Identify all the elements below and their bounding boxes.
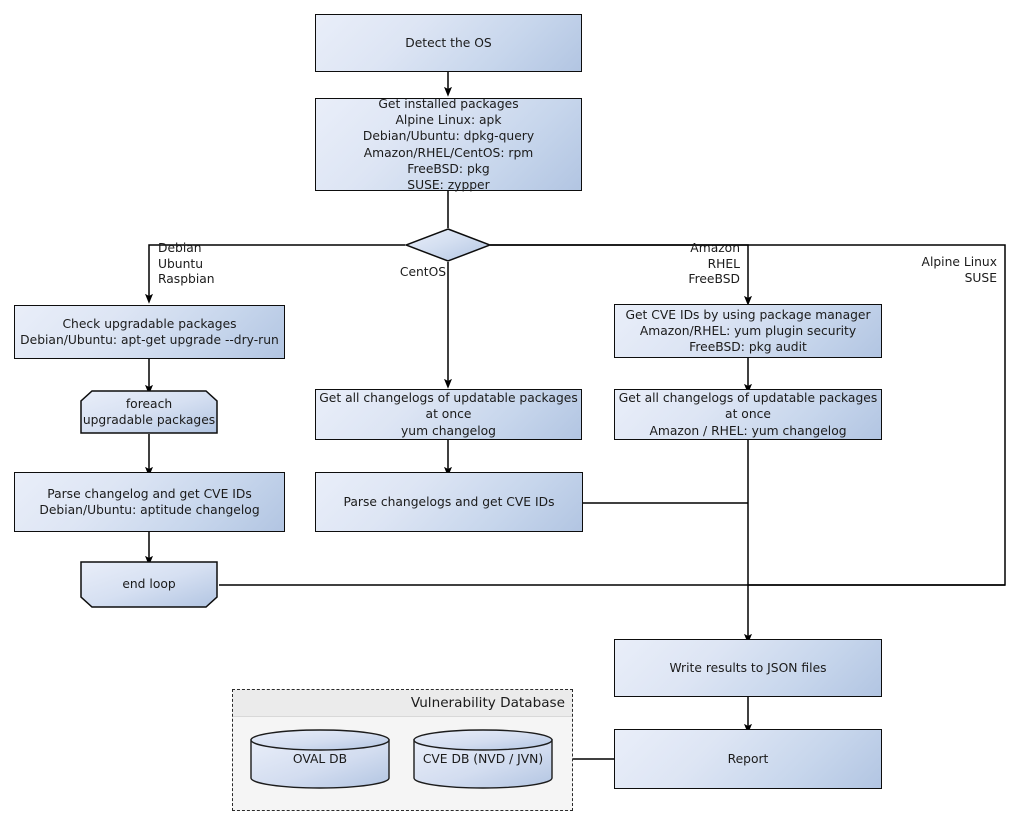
node-parse-changelogs-center-label: Parse changelogs and get CVE IDs — [343, 494, 555, 509]
node-foreach-upgradable-packages[interactable]: foreach upgradable packages — [80, 390, 218, 434]
node-parse-changelog-left[interactable]: Parse changelog and get CVE IDs Debian/U… — [14, 472, 285, 532]
group-vulnerability-database-title: Vulnerability Database — [233, 690, 572, 717]
node-get-installed-packages[interactable]: Get installed packages Alpine Linux: apk… — [315, 96, 582, 193]
node-changelogs-right-label: Get all changelogs of updatable packages… — [618, 391, 878, 438]
node-changelogs-right[interactable]: Get all changelogs of updatable packages… — [614, 389, 882, 440]
edge-label-amazon: Amazon RHEL FreeBSD — [688, 241, 740, 286]
node-parse-changelogs-center[interactable]: Parse changelogs and get CVE IDs — [315, 472, 583, 532]
node-foreach-label: foreach upgradable packages — [82, 396, 216, 427]
node-changelogs-center[interactable]: Get all changelogs of updatable packages… — [315, 389, 582, 440]
edge-label-alpine: Alpine Linux SUSE — [921, 255, 997, 285]
edge-label-centos: CentOS — [399, 265, 447, 279]
node-check-upgradable-packages[interactable]: Check upgradable packages Debian/Ubuntu:… — [14, 305, 285, 359]
node-end-loop-label: end loop — [122, 577, 176, 592]
loop-end-shape — [80, 561, 218, 608]
node-detect-the-os-label: Detect the OS — [405, 35, 492, 50]
node-get-cve-ids-right[interactable]: Get CVE IDs by using package manager Ama… — [614, 304, 882, 358]
db-cve[interactable]: CVE DB (NVD / JVN) — [413, 729, 553, 789]
cylinder-shape — [413, 729, 553, 789]
node-write-results-to-json-label: Write results to JSON files — [669, 660, 827, 675]
db-cve-label: CVE DB (NVD / JVN) — [422, 752, 544, 766]
node-os-decision-label — [405, 228, 491, 262]
node-write-results-to-json[interactable]: Write results to JSON files — [614, 639, 882, 697]
db-oval-label: OVAL DB — [292, 752, 348, 766]
node-get-cve-ids-right-label: Get CVE IDs by using package manager Ama… — [625, 307, 871, 355]
node-get-installed-packages-label: Get installed packages Alpine Linux: apk… — [362, 96, 535, 193]
node-check-upgradable-packages-label: Check upgradable packages Debian/Ubuntu:… — [20, 316, 279, 347]
node-detect-the-os[interactable]: Detect the OS — [315, 14, 582, 72]
edge-label-debian: Debian Ubuntu Raspbian — [158, 241, 215, 286]
loop-start-shape — [80, 390, 218, 434]
node-end-loop[interactable]: end loop — [80, 561, 218, 608]
db-oval[interactable]: OVAL DB — [250, 729, 390, 789]
node-report[interactable]: Report — [614, 729, 882, 789]
node-changelogs-center-label: Get all changelogs of updatable packages… — [319, 391, 578, 438]
cylinder-shape — [250, 729, 390, 789]
node-report-label: Report — [727, 751, 769, 766]
node-parse-changelog-left-label: Parse changelog and get CVE IDs Debian/U… — [39, 486, 260, 517]
node-os-decision[interactable] — [405, 228, 491, 262]
diamond-shape — [405, 228, 491, 262]
